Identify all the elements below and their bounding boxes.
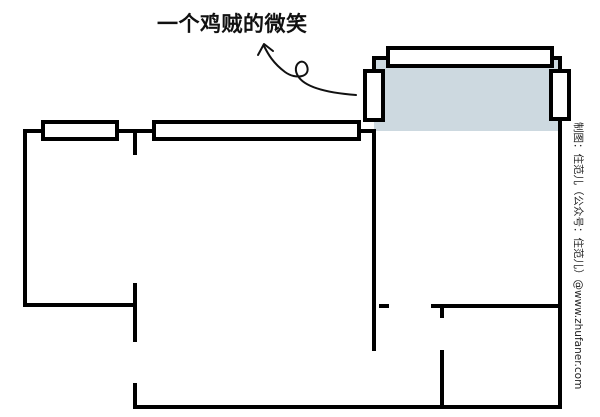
- window-middle: [152, 120, 361, 141]
- bay-top-right-wall: [550, 56, 562, 73]
- highlighted-bay-area: [374, 58, 560, 131]
- bay-top-wall: [372, 56, 390, 70]
- annotation-text: 一个鸡贼的微笑: [157, 12, 308, 36]
- left-room-outer-wall: [23, 129, 137, 307]
- watermark: 制图：住范儿（公众号：住范儿）@www.zhufaner.com: [569, 122, 589, 402]
- window-bay-left: [363, 69, 385, 122]
- watermark-text: 制图：住范儿（公众号：住范儿）@www.zhufaner.com: [572, 122, 584, 390]
- window-bay-right: [549, 69, 571, 121]
- curly-arrow-icon: [257, 43, 357, 96]
- window-bay-top: [386, 46, 554, 68]
- window-left: [41, 120, 119, 141]
